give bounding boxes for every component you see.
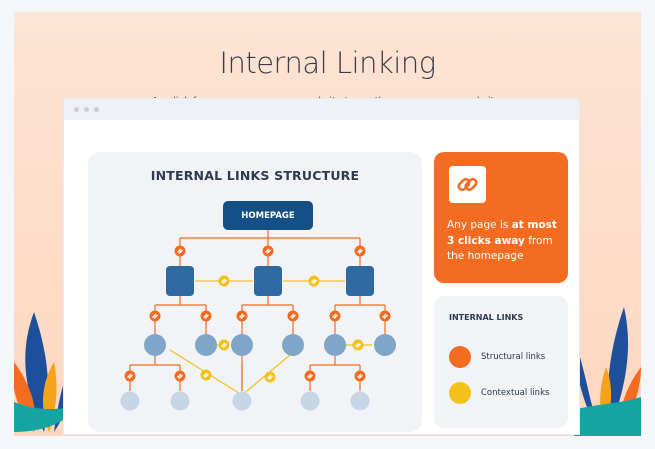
level1-page-node — [166, 266, 194, 296]
legend-label-contextual: Contextual links — [481, 388, 550, 398]
structural-link-icon-glyph — [307, 373, 313, 379]
structural-link-icon-glyph — [152, 313, 158, 319]
decorative-leaves-right — [574, 307, 641, 436]
structural-link-icon — [354, 245, 366, 257]
level2-page-node — [231, 334, 253, 356]
level2-page-node — [282, 334, 304, 356]
contextual-link-icon — [200, 369, 212, 381]
structural-link-icon-glyph — [332, 313, 338, 319]
contextual-link-icon-glyph — [355, 342, 361, 348]
contextual-link-icon-glyph — [267, 374, 273, 380]
window-dot — [94, 107, 99, 112]
contextual-link-icon-glyph — [203, 372, 209, 378]
level3-page-node — [232, 391, 252, 411]
structural-link-icon — [236, 310, 248, 322]
callout-link-icon — [449, 166, 486, 203]
structural-link-icon — [124, 370, 136, 382]
contextual-link-icon-glyph — [311, 278, 317, 284]
structural-link-icon-glyph — [177, 248, 183, 254]
window-titlebar — [64, 99, 579, 120]
structural-link-icon — [200, 310, 212, 322]
structural-link-icon-glyph — [203, 313, 209, 319]
level2-page-node — [195, 334, 217, 356]
contextual-link-icon — [218, 275, 230, 287]
level3-page-node — [170, 391, 190, 411]
structural-link-icon — [329, 310, 341, 322]
structural-link-icon — [174, 245, 186, 257]
structural-link-icon — [287, 310, 299, 322]
structural-link-icon — [174, 370, 186, 382]
contextual-link-icon-glyph — [221, 342, 227, 348]
structural-link-icon-glyph — [127, 373, 133, 379]
window-dot — [84, 107, 89, 112]
callout-text-bold: at most 3 clicks away — [447, 219, 557, 247]
contextual-link-icon — [352, 339, 364, 351]
structural-link-icon — [304, 370, 316, 382]
level1-page-node — [254, 266, 282, 296]
structural-link-icon — [379, 310, 391, 322]
callout-text: Any page is at most 3 clicks away from t… — [447, 218, 563, 265]
window-dot — [74, 107, 79, 112]
legend-title: INTERNAL LINKS — [449, 313, 524, 322]
level2-page-node — [144, 334, 166, 356]
level2-page-node — [374, 334, 396, 356]
structural-link-icon-glyph — [265, 248, 271, 254]
level1-page-node — [346, 266, 374, 296]
contextual-link-icon — [449, 382, 471, 404]
structural-link-icon — [149, 310, 161, 322]
homepage-node: HOMEPAGE — [223, 201, 313, 230]
contextual-link-icon-glyph — [221, 278, 227, 284]
level2-page-node — [324, 334, 346, 356]
structural-link-icon-glyph — [290, 313, 296, 319]
structure-title: INTERNAL LINKS STRUCTURE — [150, 168, 360, 183]
legend-label-structural: Structural links — [481, 352, 546, 362]
callout-text-suffix: from the homepage — [447, 234, 553, 263]
homepage-label: HOMEPAGE — [241, 210, 295, 221]
page-title: Internal Linking — [219, 46, 436, 80]
structural-link-icon — [354, 370, 366, 382]
contextual-link-icon — [264, 371, 276, 383]
structural-link-icon-glyph — [382, 313, 388, 319]
structural-link-icon-glyph — [177, 373, 183, 379]
structural-link-icon-glyph — [357, 248, 363, 254]
structural-link-icon-glyph — [357, 373, 363, 379]
structural-link-icon-glyph — [239, 313, 245, 319]
contextual-link-icon — [218, 339, 230, 351]
contextual-link-icon — [308, 275, 320, 287]
callout-text-prefix: Any page is — [447, 219, 512, 231]
structural-link-icon — [449, 346, 471, 368]
level3-page-node — [350, 391, 370, 411]
structural-link-icon — [262, 245, 274, 257]
level3-page-node — [300, 391, 320, 411]
level3-page-node — [120, 391, 140, 411]
